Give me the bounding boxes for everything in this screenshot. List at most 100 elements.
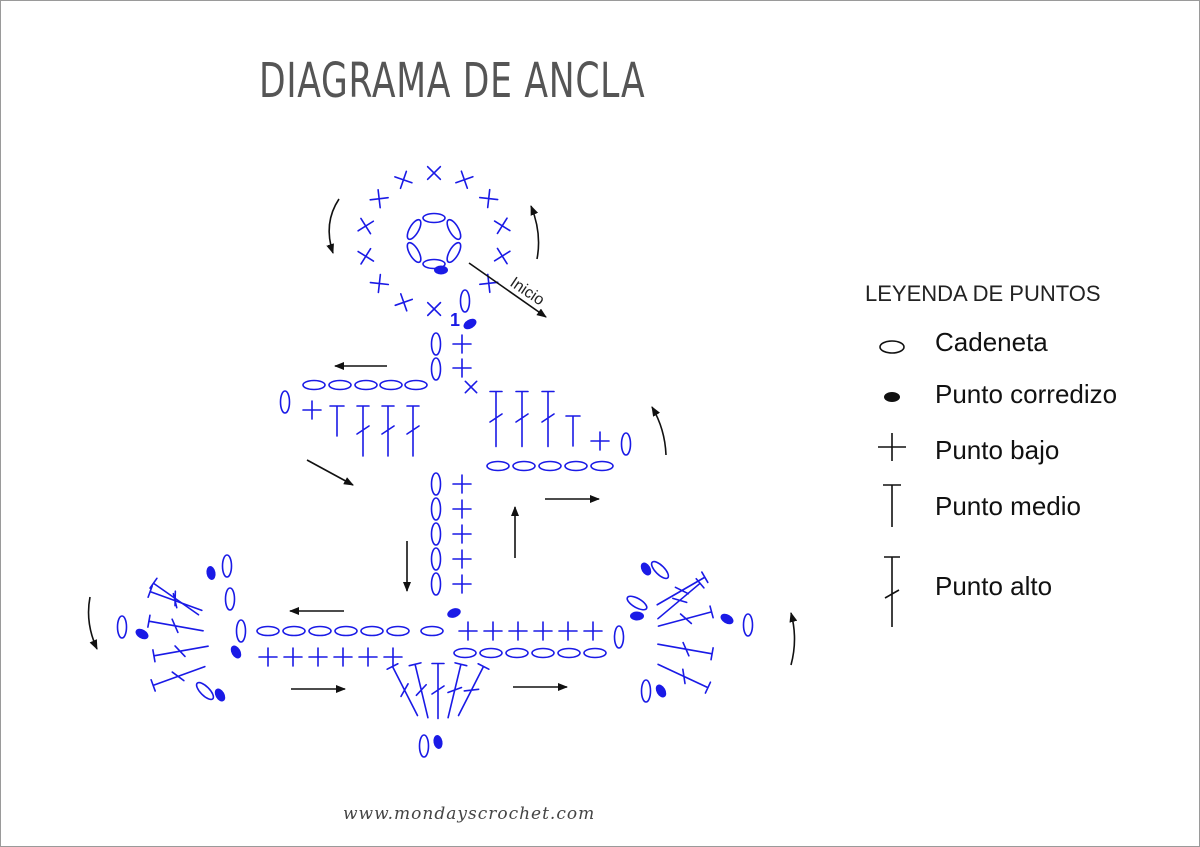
legend-title: LEYENDA DE PUNTOS <box>865 281 1101 306</box>
chain-stitch <box>430 572 442 596</box>
double-crochet <box>356 405 370 457</box>
single-crochet <box>258 647 278 667</box>
slip-stitch <box>214 688 226 702</box>
single-crochet <box>493 217 511 235</box>
slip-stitch <box>206 566 216 580</box>
diagram-labels: Inicio 1 <box>450 274 547 330</box>
single-crochet <box>464 380 478 394</box>
single-crochet-icon <box>878 433 906 461</box>
single-crochet <box>452 549 472 569</box>
single-crochet <box>358 647 378 667</box>
chain-stitch <box>486 460 510 472</box>
double-crochet <box>408 662 429 719</box>
chain-stitch <box>531 647 555 659</box>
curved-direction-arrow <box>530 205 540 260</box>
slip-stitch <box>434 265 448 275</box>
double-crochet <box>406 405 420 457</box>
stitch-symbols <box>116 165 754 758</box>
chain-stitch <box>282 625 306 637</box>
half-double-crochet <box>565 415 581 447</box>
slip-stitch-icon <box>884 392 900 402</box>
double-crochet <box>515 390 529 448</box>
double-crochet <box>657 641 714 661</box>
slip-stitch <box>640 562 652 576</box>
single-crochet <box>283 647 303 667</box>
single-crochet <box>590 431 610 451</box>
legend-label: Cadeneta <box>935 327 1048 357</box>
double-crochet <box>147 614 204 634</box>
single-crochet <box>394 170 413 190</box>
single-crochet <box>369 189 389 209</box>
double-crochet <box>656 571 709 606</box>
single-crochet <box>426 301 442 317</box>
single-crochet <box>383 647 403 667</box>
double-crochet <box>657 663 712 694</box>
chain-stitch <box>406 218 422 241</box>
chain-stitch <box>505 647 529 659</box>
single-crochet <box>308 647 328 667</box>
single-crochet <box>452 524 472 544</box>
single-crochet <box>452 499 472 519</box>
website-footer: www.mondayscrochet.com <box>343 804 596 824</box>
chain-stitch <box>406 241 422 264</box>
single-crochet <box>357 217 375 235</box>
chain-stitch <box>538 460 562 472</box>
single-crochet <box>478 188 499 209</box>
double-crochet <box>152 645 209 663</box>
chain-stitch <box>453 647 477 659</box>
double-crochet <box>489 390 503 448</box>
slip-stitch <box>447 608 461 618</box>
chain-stitch <box>418 734 430 758</box>
chain-stitch <box>221 554 233 578</box>
chain-stitch <box>235 619 247 643</box>
chain-stitch <box>279 390 291 414</box>
legend-label: Punto bajo <box>935 435 1060 465</box>
slip-stitch <box>630 611 644 621</box>
chain-stitch <box>360 625 384 637</box>
slip-stitch <box>135 628 149 640</box>
chain-stitch <box>430 472 442 496</box>
chain-stitch <box>334 625 358 637</box>
direction-arrow <box>306 459 354 486</box>
legend-item-single: Punto bajo <box>865 421 1185 481</box>
round-number-label: 1 <box>450 310 460 330</box>
slip-stitch <box>720 613 734 625</box>
single-crochet <box>357 247 375 265</box>
single-crochet <box>426 165 442 181</box>
slip-stitch <box>230 645 242 659</box>
single-crochet <box>394 293 414 312</box>
slip-stitch <box>463 318 477 330</box>
double-crochet <box>457 662 490 717</box>
chain-stitch <box>590 460 614 472</box>
curved-direction-arrow <box>651 406 667 456</box>
half-double-crochet-icon <box>883 484 901 527</box>
chain-stitch <box>256 625 280 637</box>
chain-stitch <box>459 289 471 313</box>
chain-stitch <box>224 587 236 611</box>
legend-label: Punto alto <box>935 571 1053 601</box>
single-crochet <box>455 170 474 190</box>
chain-stitch <box>430 547 442 571</box>
chain-stitch <box>308 625 332 637</box>
single-crochet <box>483 621 503 641</box>
chain-stitch <box>430 332 442 356</box>
direction-arrow <box>468 262 547 318</box>
slip-stitch <box>433 735 443 749</box>
chain-stitch <box>640 679 652 703</box>
chain-stitch <box>479 647 503 659</box>
chain-stitch <box>583 647 607 659</box>
legend-item-double: Punto alto <box>865 553 1185 633</box>
chain-stitch <box>557 647 581 659</box>
chain-stitch <box>422 212 446 224</box>
chain-stitch <box>626 595 648 611</box>
single-crochet <box>452 334 472 354</box>
slip-stitch <box>655 684 667 698</box>
double-crochet <box>386 662 419 717</box>
chain-stitch <box>430 522 442 546</box>
chain-stitch <box>195 681 215 701</box>
half-double-crochet <box>329 405 345 437</box>
single-crochet <box>508 621 528 641</box>
double-crochet <box>381 405 395 457</box>
